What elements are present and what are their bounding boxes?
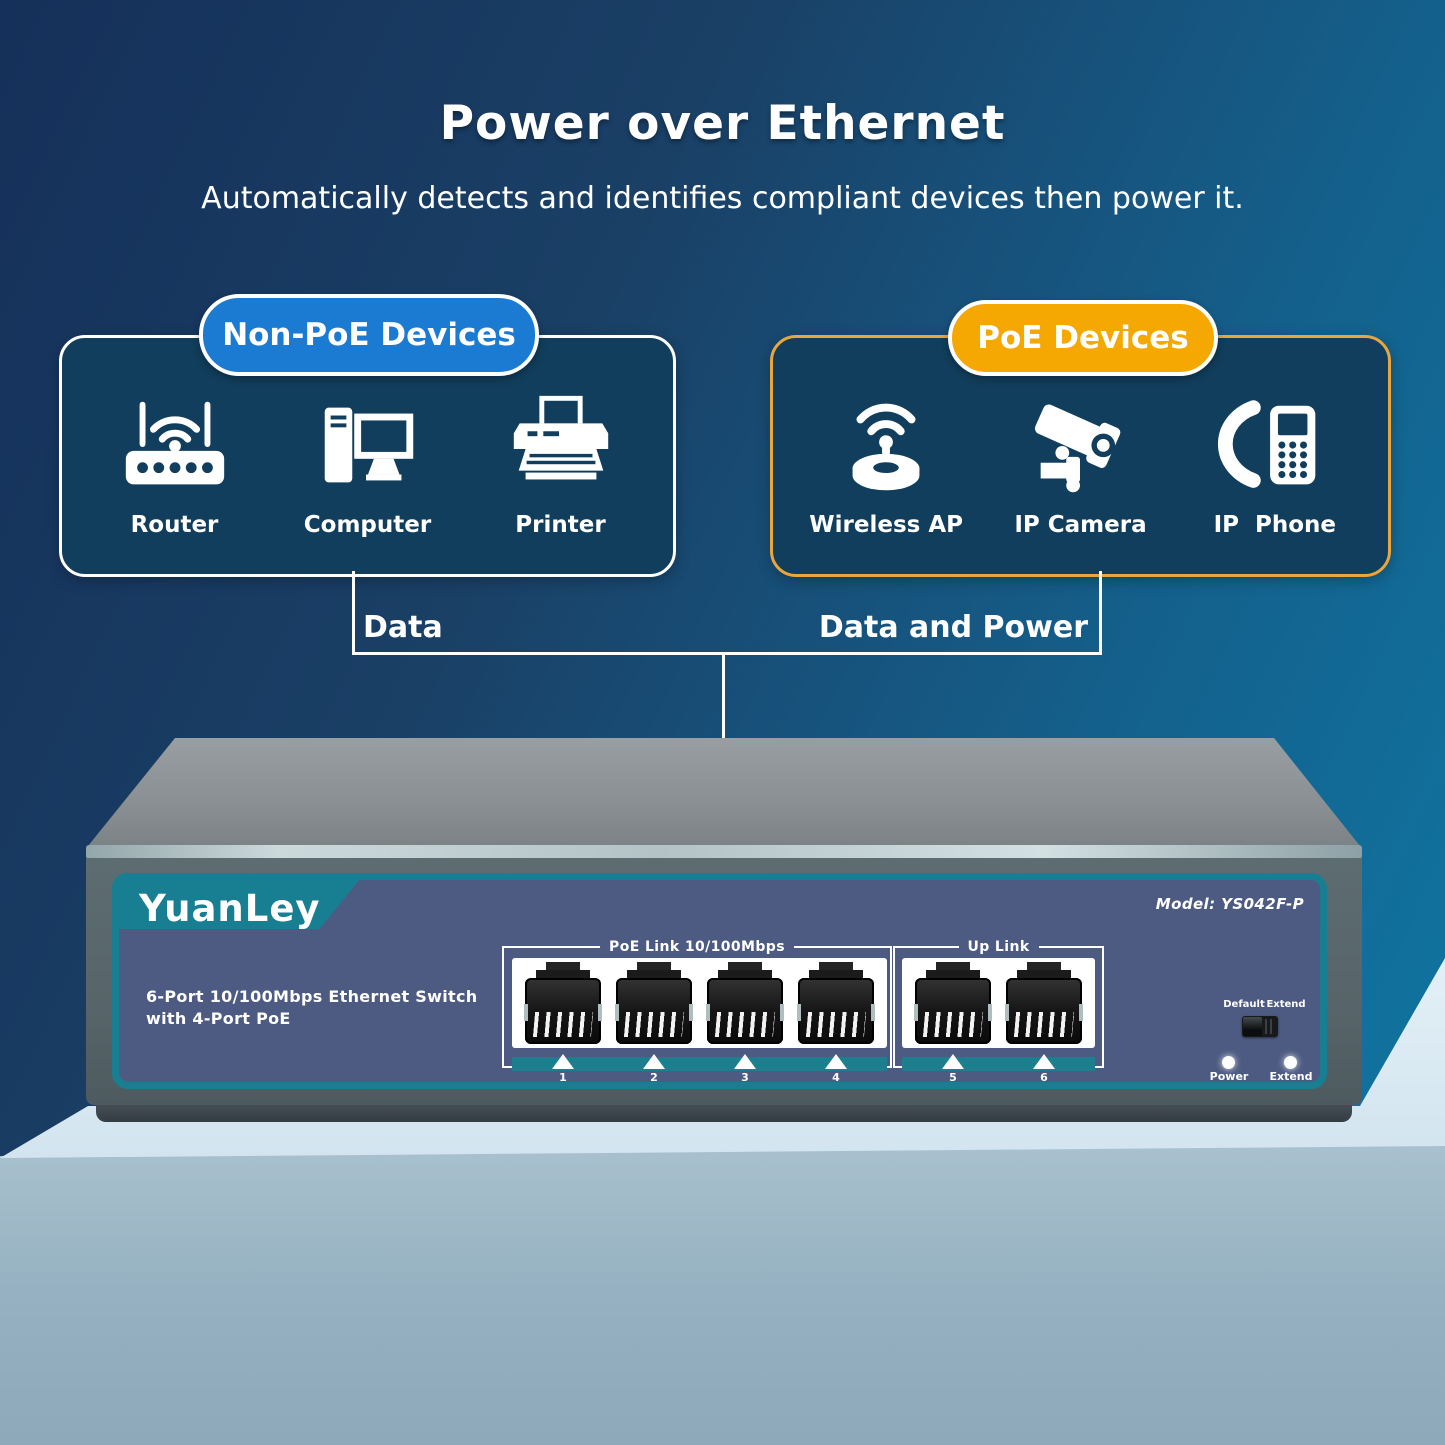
poe-port-arrow-strip [512, 1054, 887, 1071]
non-poe-badge: Non-PoE Devices [199, 294, 539, 376]
uplink-port-numbers: 5 6 [902, 1071, 1095, 1084]
rj45-port-3 [705, 962, 785, 1044]
mode-slide-switch [1242, 1016, 1278, 1037]
device-label: Computer [303, 512, 432, 538]
connector-line-to-switch [722, 655, 725, 740]
connector-line-nonpoe [352, 571, 355, 655]
port-number: 2 [650, 1071, 658, 1084]
rj45-port-2 [614, 962, 694, 1044]
port-number: 6 [1040, 1071, 1048, 1084]
printer-icon [513, 395, 608, 480]
port-number: 1 [559, 1071, 567, 1084]
port-arrow-icon [825, 1054, 847, 1069]
mode-switch-extend-label: Extend [1266, 999, 1306, 1010]
device-label: IP Phone [1213, 512, 1337, 538]
pedestal-front-face [0, 1144, 1445, 1445]
device-ip-camera: IP Camera [983, 388, 1177, 574]
data-and-power-line-label: Data and Power [818, 610, 1088, 645]
rj45-port-6 [1004, 962, 1084, 1044]
brand-logo: YuanLey [139, 887, 321, 930]
rj45-port-5 [913, 962, 993, 1044]
power-led [1222, 1056, 1235, 1069]
switch-front-bevel [86, 845, 1362, 859]
port-number: 5 [949, 1071, 957, 1084]
mode-switch-knob [1243, 1017, 1262, 1036]
device-label: Router [130, 512, 219, 538]
mode-switch-default-label: Default [1223, 999, 1265, 1010]
port-arrow-icon [734, 1054, 756, 1069]
device-printer: Printer [464, 388, 657, 574]
poe-devices-row: Wireless AP IP Camera [773, 338, 1388, 574]
wireless-ap-icon [852, 403, 920, 491]
uplink-port-group-label: Up Link [958, 939, 1039, 956]
poe-port-group-label: PoE Link 10/100Mbps [600, 939, 794, 956]
uplink-port-arrow-strip [902, 1054, 1095, 1071]
poe-port-bed [512, 958, 887, 1048]
port-arrow-icon [1033, 1054, 1055, 1069]
non-poe-devices-row: Router Computer [62, 338, 673, 574]
power-led-label: Power [1209, 1070, 1249, 1083]
device-label: Printer [515, 512, 606, 538]
router-icon [125, 401, 224, 485]
port-arrow-icon [643, 1054, 665, 1069]
mode-switch-grooves [1265, 1019, 1275, 1034]
extend-led-label: Extend [1269, 1070, 1313, 1083]
connector-line-horizontal [352, 652, 1102, 655]
device-label: Wireless AP [809, 512, 964, 538]
poe-badge: PoE Devices [948, 300, 1218, 376]
switch-description: 6-Port 10/100Mbps Ethernet Switch with 4… [146, 986, 477, 1030]
rj45-port-4 [796, 962, 876, 1044]
poe-port-group-bracket: PoE Link 10/100Mbps [502, 939, 892, 1068]
switch-description-line2: with 4-Port PoE [146, 1009, 291, 1028]
page-subtitle: Automatically detects and identifies com… [201, 181, 1244, 216]
ip-camera-icon [1035, 404, 1121, 493]
uplink-port-bed [902, 958, 1095, 1048]
computer-icon [324, 407, 413, 483]
switch-top-face [88, 738, 1360, 846]
port-arrow-icon [942, 1054, 964, 1069]
device-wireless-ap: Wireless AP [789, 388, 983, 574]
poe-port-numbers: 1 2 3 4 [512, 1071, 887, 1084]
device-ip-phone: IP Phone [1178, 388, 1372, 574]
data-line-label: Data [363, 610, 443, 645]
device-computer: Computer [271, 388, 464, 574]
rj45-port-1 [523, 962, 603, 1044]
port-number: 4 [832, 1071, 840, 1084]
model-label: Model: YS042F-P [1155, 895, 1304, 913]
extend-led [1284, 1056, 1297, 1069]
brand-banner [112, 873, 365, 929]
ip-phone-icon [1217, 400, 1316, 488]
connector-line-poe [1099, 571, 1102, 655]
page-title: Power over Ethernet [439, 96, 1006, 151]
port-arrow-icon [552, 1054, 574, 1069]
switch-front-panel: YuanLey Model: YS042F-P 6-Port 10/100Mbp… [112, 873, 1327, 1089]
device-label: IP Camera [1014, 512, 1147, 538]
switch-description-line1: 6-Port 10/100Mbps Ethernet Switch [146, 987, 478, 1006]
port-number: 3 [741, 1071, 749, 1084]
uplink-port-group-bracket: Up Link [893, 939, 1104, 1068]
device-router: Router [78, 388, 271, 574]
